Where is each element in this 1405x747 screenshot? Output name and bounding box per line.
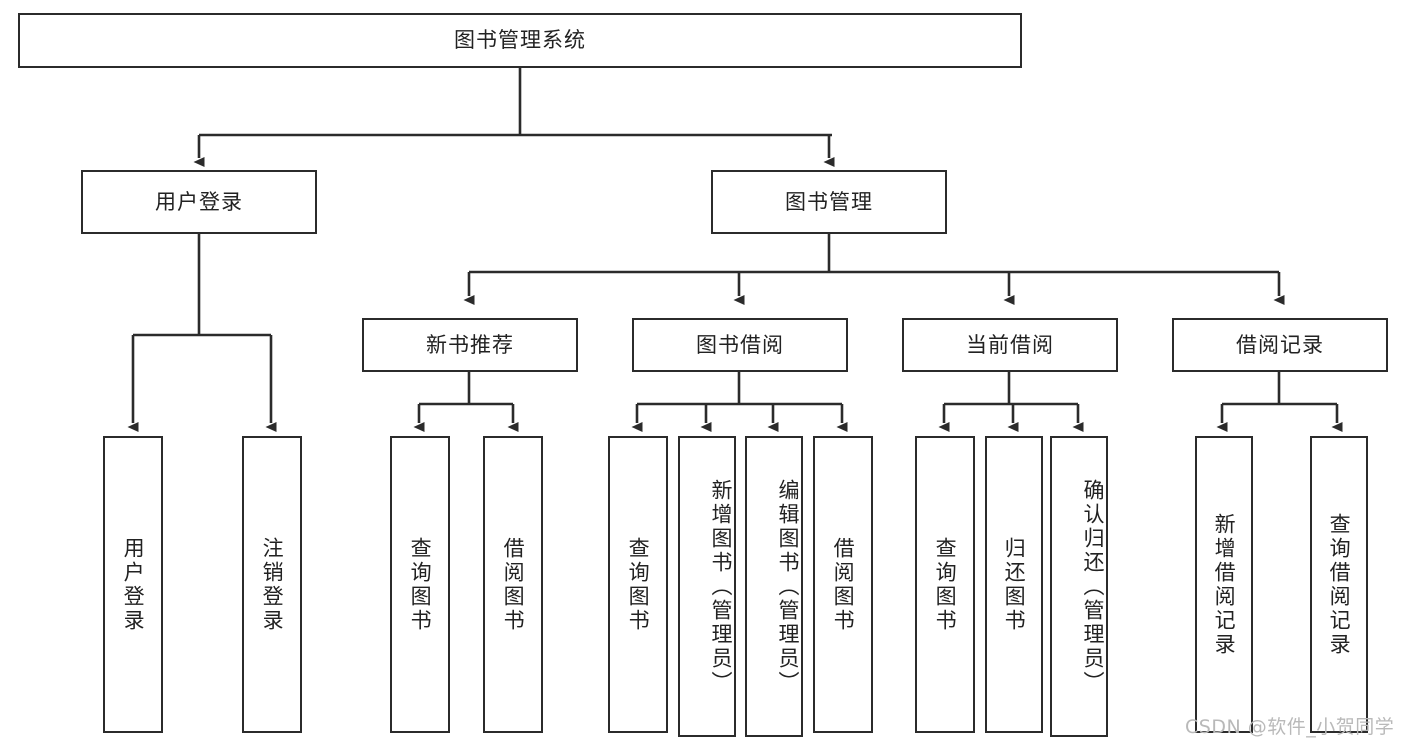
node-book-borrow[interactable]: 图书借阅 [632,318,848,372]
leaf-query-book-2-label: 查询图书 [626,536,651,633]
leaf-user-login-label: 用户登录 [121,536,146,633]
leaf-logout-label: 注销登录 [260,536,285,633]
node-book-borrow-label: 图书借阅 [696,332,784,357]
node-new-book-recommend[interactable]: 新书推荐 [362,318,578,372]
node-current-borrow-label: 当前借阅 [966,332,1054,357]
leaf-logout[interactable]: 注销登录 [242,436,302,733]
node-user-login[interactable]: 用户登录 [81,170,317,234]
leaf-borrow-book-1-label: 借阅图书 [501,536,526,633]
leaf-query-book-1[interactable]: 查询图书 [390,436,450,733]
node-book-manage-label: 图书管理 [785,189,873,214]
node-book-manage[interactable]: 图书管理 [711,170,947,234]
leaf-borrow-book-2[interactable]: 借阅图书 [813,436,873,733]
leaf-edit-book-label: 编辑图书（管理员） [776,478,800,695]
leaf-return-book-label: 归还图书 [1002,536,1027,633]
leaf-confirm-return-label: 确认归还（管理员） [1081,478,1105,695]
node-borrow-record[interactable]: 借阅记录 [1172,318,1388,372]
node-new-book-recommend-label: 新书推荐 [426,332,514,357]
leaf-query-book-1-label: 查询图书 [408,536,433,633]
leaf-user-login[interactable]: 用户登录 [103,436,163,733]
node-current-borrow[interactable]: 当前借阅 [902,318,1118,372]
node-user-login-label: 用户登录 [155,189,243,214]
node-root-label: 图书管理系统 [454,28,586,53]
csdn-watermark: CSDN @软件_小贺同学 [1185,716,1395,738]
leaf-add-record[interactable]: 新增借阅记录 [1195,436,1253,733]
leaf-query-book-3-label: 查询图书 [933,536,958,633]
leaf-query-book-3[interactable]: 查询图书 [915,436,975,733]
node-root[interactable]: 图书管理系统 [18,13,1022,68]
leaf-confirm-return[interactable]: 确认归还（管理员） [1050,436,1108,737]
node-borrow-record-label: 借阅记录 [1236,332,1324,357]
leaf-return-book[interactable]: 归还图书 [985,436,1043,733]
leaf-edit-book[interactable]: 编辑图书（管理员） [745,436,803,737]
leaf-borrow-book-2-label: 借阅图书 [831,536,856,633]
leaf-borrow-book-1[interactable]: 借阅图书 [483,436,543,733]
leaf-add-book[interactable]: 新增图书（管理员） [678,436,736,737]
leaf-add-record-label: 新增借阅记录 [1212,512,1237,657]
leaf-query-record[interactable]: 查询借阅记录 [1310,436,1368,733]
leaf-add-book-label: 新增图书（管理员） [709,478,733,695]
leaf-query-record-label: 查询借阅记录 [1327,512,1352,657]
leaf-query-book-2[interactable]: 查询图书 [608,436,668,733]
